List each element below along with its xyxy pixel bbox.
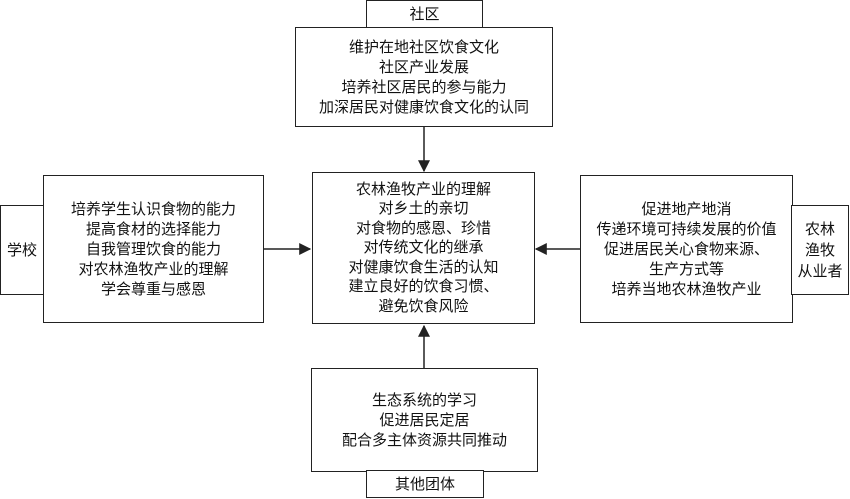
practitioners-label-line: 农林 xyxy=(804,219,835,238)
center-item: 对健康饮食生活的认知 xyxy=(348,257,499,276)
school-item: 提高食材的选择能力 xyxy=(85,220,221,238)
practitioners-item: 促进地产地消 xyxy=(641,200,732,218)
community-item: 维护在地社区饮食文化 xyxy=(348,38,499,56)
school-item: 培养学生认识食物的能力 xyxy=(70,200,236,218)
community-item: 加深居民对健康饮食文化的认同 xyxy=(318,98,529,116)
school-content-box: 培养学生认识食物的能力 提高食材的选择能力 自我管理饮食的能力 对农林渔牧产业的… xyxy=(43,175,264,323)
others-label: 其他团体 xyxy=(394,475,455,493)
center-item: 对传统文化的继承 xyxy=(363,238,484,257)
practitioners-item: 传递环境可持续发展的价值 xyxy=(596,220,777,238)
practitioners-label-line: 从业者 xyxy=(797,261,843,280)
others-item: 生态系统的学习 xyxy=(371,391,477,409)
school-label: 学校 xyxy=(6,241,37,259)
practitioners-label-line: 渔牧 xyxy=(804,240,835,259)
practitioners-item: 生产方式等 xyxy=(648,260,724,278)
others-content-box: 生态系统的学习 促进居民定居 配合多主体资源共同推动 xyxy=(311,368,538,472)
center-item: 对乡土的亲切 xyxy=(378,199,469,218)
school-item: 对农林渔牧产业的理解 xyxy=(78,260,229,278)
center-item: 对食物的感恩、珍惜 xyxy=(355,218,491,237)
school-item: 学会尊重与感恩 xyxy=(100,280,206,298)
center-item: 避免饮食风险 xyxy=(378,296,469,315)
practitioners-label-box: 农林 渔牧 从业者 xyxy=(791,205,849,295)
community-label-box: 社区 xyxy=(366,0,483,28)
community-content-box: 维护在地社区饮食文化 社区产业发展 培养社区居民的参与能力 加深居民对健康饮食文… xyxy=(295,27,553,127)
center-item: 农林渔牧产业的理解 xyxy=(355,179,491,198)
practitioners-item: 促进居民关心食物来源、 xyxy=(603,240,769,258)
community-item: 培养社区居民的参与能力 xyxy=(341,78,507,96)
school-item: 自我管理饮食的能力 xyxy=(85,240,221,258)
community-item: 社区产业发展 xyxy=(378,58,469,76)
school-label-box: 学校 xyxy=(0,205,44,295)
practitioners-item: 培养当地农林渔牧产业 xyxy=(611,280,762,298)
center-item: 建立良好的饮食习惯、 xyxy=(348,277,499,296)
others-label-box: 其他团体 xyxy=(366,470,484,498)
practitioners-content-box: 促进地产地消 传递环境可持续发展的价值 促进居民关心食物来源、 生产方式等 培养… xyxy=(580,175,793,323)
center-content-box: 农林渔牧产业的理解 对乡土的亲切 对食物的感恩、珍惜 对传统文化的继承 对健康饮… xyxy=(312,172,535,324)
others-item: 促进居民定居 xyxy=(379,411,470,429)
others-item: 配合多主体资源共同推动 xyxy=(341,431,507,449)
community-label: 社区 xyxy=(409,5,440,23)
